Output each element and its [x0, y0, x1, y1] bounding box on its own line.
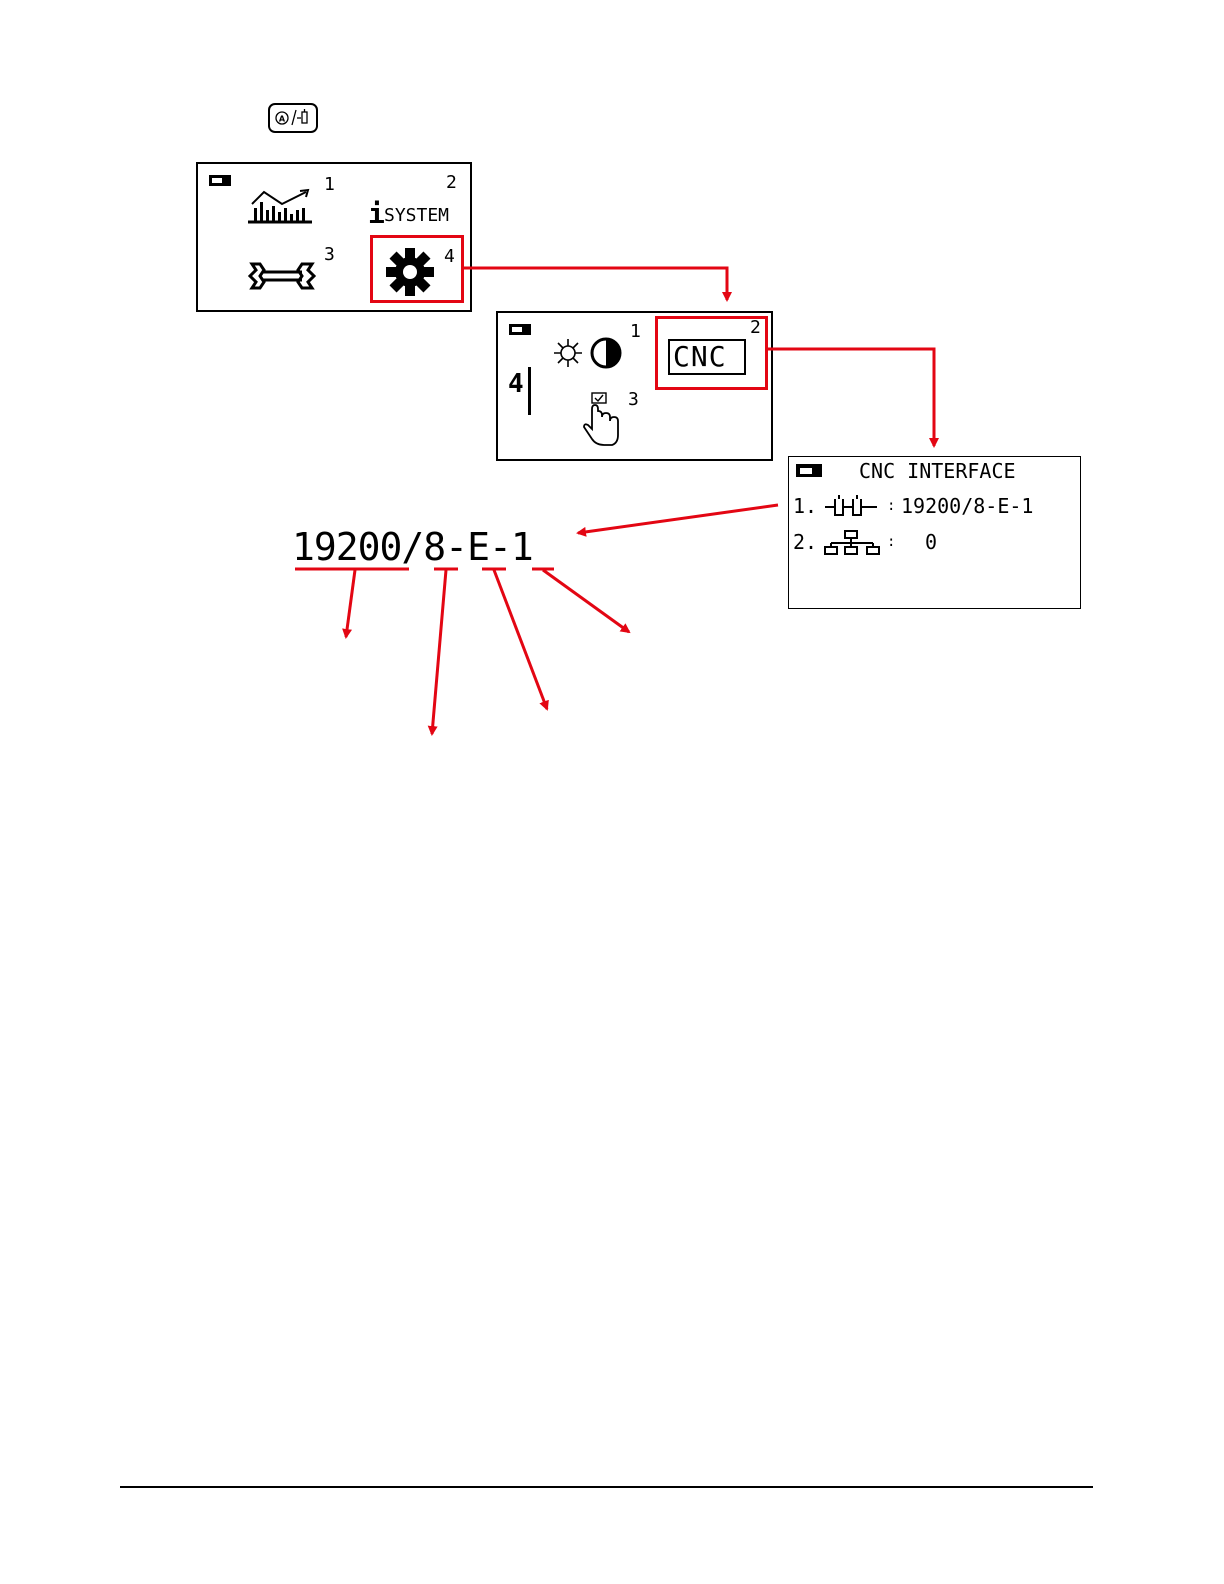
row-value: 0 [925, 529, 937, 555]
menu-item-label: SYSTEM [384, 207, 449, 225]
network-icon [825, 529, 885, 557]
row-value: 19200/8-E-1 [901, 493, 1033, 519]
footer-rule [120, 1486, 1093, 1488]
cnc-row-serial[interactable]: 1. : 19200/8-E-1 [793, 493, 1077, 521]
settings-side-bar [528, 367, 531, 415]
cnc-interface-screen: CNC INTERFACE 1. : 19200/8-E-1 2. [788, 456, 1081, 609]
wrench-icon [246, 258, 326, 298]
serial-settings-callout: 19200/8-E-1 [292, 524, 533, 570]
callout-stop-bits: 1 [511, 525, 533, 569]
cnc-row-network[interactable]: 2. : 0 [793, 529, 1077, 557]
info-system-icon: i [368, 200, 385, 228]
callout-baud-rate: 19200 [292, 525, 401, 569]
serial-port-icon [825, 493, 885, 521]
menu-item-statistics[interactable]: 1 [246, 182, 336, 230]
arrow-parity [494, 570, 547, 709]
callout-slash: / [401, 525, 423, 569]
touch-hand-icon [578, 389, 628, 449]
menu-item-service[interactable]: 3 [246, 244, 346, 304]
highlight-cnc [655, 316, 768, 390]
svg-text:A: A [279, 115, 286, 124]
callout-parity: E [467, 525, 489, 569]
cnc-screen-title: CNC INTERFACE [859, 459, 1016, 483]
brightness-contrast-icon [550, 335, 630, 375]
menu-item-system-info[interactable]: 2 i SYSTEM [366, 172, 466, 228]
menu-item-number: 2 [446, 174, 457, 192]
arrow-interface-to-callout [578, 505, 778, 533]
menu-item-touch[interactable]: 3 [578, 385, 678, 451]
battery-icon [508, 323, 534, 337]
row-index: 2. [793, 529, 817, 555]
menu-item-number: 3 [324, 246, 335, 264]
row-separator: : [887, 493, 895, 519]
arrow-stop-bits [543, 570, 629, 632]
menu-key-icon: A [268, 103, 318, 133]
settings-side-number: 4 [508, 371, 524, 397]
menu-item-display[interactable]: 1 [550, 319, 646, 375]
menu-item-number: 1 [630, 323, 641, 341]
menu-key-button[interactable]: A [268, 103, 318, 133]
callout-data-bits: 8 [423, 525, 445, 569]
statistics-chart-icon [248, 188, 318, 228]
arrow-baud [346, 570, 355, 637]
menu-item-number: 3 [628, 391, 639, 409]
arrow-cnc-to-interface [768, 349, 934, 446]
battery-icon [795, 463, 825, 479]
battery-icon [208, 174, 234, 188]
callout-dash: - [489, 525, 511, 569]
row-separator: : [887, 529, 895, 555]
callout-dash: - [445, 525, 467, 569]
highlight-settings [370, 235, 464, 303]
row-index: 1. [793, 493, 817, 519]
arrow-data-bits [432, 570, 446, 734]
menu-item-number: 1 [324, 176, 335, 194]
arrow-settings-to-submenu [464, 268, 727, 300]
